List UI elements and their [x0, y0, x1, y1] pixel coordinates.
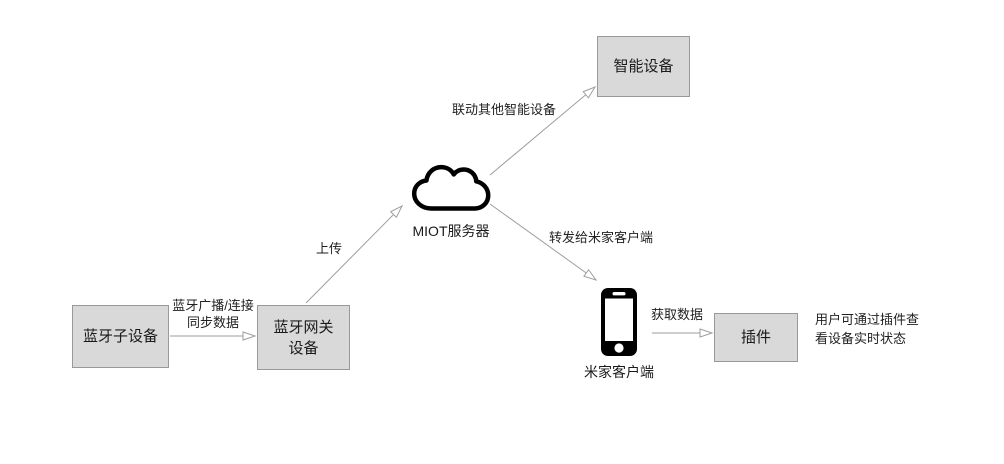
edge-upload-label: 上传	[316, 241, 343, 256]
node-bluetooth-gateway-label-line2: 设备	[288, 339, 319, 357]
node-bluetooth-gateway: 蓝牙网关 设备	[257, 305, 350, 370]
cloud-icon	[410, 161, 492, 215]
edge-forward-label: 转发给米家客户端	[549, 230, 654, 245]
edge-sync-label-line2: 同步数据	[186, 315, 239, 330]
plugin-note-line2: 看设备实时状态	[815, 331, 907, 346]
node-plugin: 插件	[714, 313, 798, 362]
edge-sync-label-line1: 蓝牙广播/连接	[172, 298, 254, 313]
miot-server-label: MIOT服务器	[412, 223, 490, 239]
node-bluetooth-sub-device: 蓝牙子设备	[72, 305, 169, 368]
node-bluetooth-sub-device-label: 蓝牙子设备	[82, 328, 158, 345]
edge-fetch-label: 获取数据	[651, 307, 704, 322]
mijia-client-label: 米家客户端	[584, 364, 654, 380]
node-bluetooth-gateway-label-line1: 蓝牙网关	[273, 318, 334, 336]
edge-linkage-label: 联动其他智能设备	[452, 102, 557, 117]
edge-sync-label: 蓝牙广播/连接 同步数据	[166, 297, 260, 331]
node-smart-device-label: 智能设备	[613, 58, 674, 75]
plugin-note-line1: 用户可通过插件查	[815, 312, 920, 327]
smartphone-icon	[600, 287, 638, 357]
plugin-note: 用户可通过插件查 看设备实时状态	[815, 310, 919, 348]
node-plugin-label: 插件	[740, 329, 771, 346]
node-smart-device: 智能设备	[597, 36, 690, 97]
